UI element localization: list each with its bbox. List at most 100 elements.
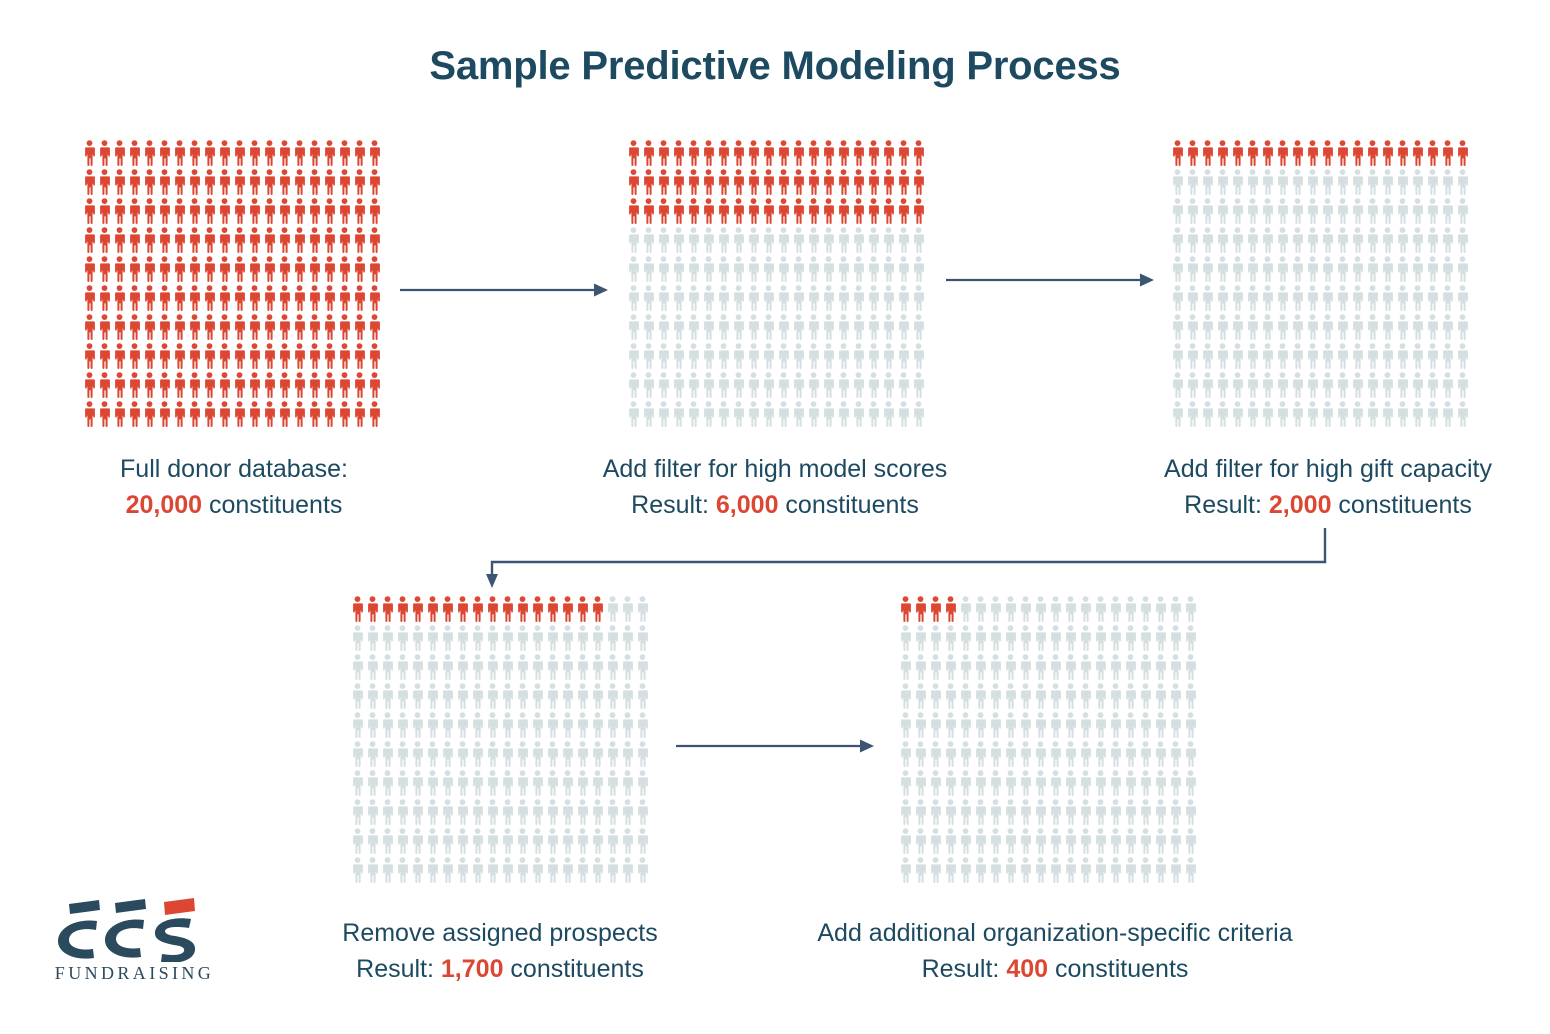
- person-icon: [628, 401, 643, 430]
- person-icon: [249, 285, 264, 314]
- person-icon: [913, 401, 928, 430]
- person-icon: [99, 227, 114, 256]
- person-icon: [1292, 198, 1307, 227]
- person-icon: [658, 140, 673, 169]
- person-icon: [607, 828, 622, 857]
- person-icon: [442, 683, 457, 712]
- person-icon: [975, 741, 990, 770]
- person-icon: [472, 770, 487, 799]
- person-icon: [1262, 198, 1277, 227]
- person-icon: [838, 169, 853, 198]
- person-icon: [577, 799, 592, 828]
- person-icon: [1125, 625, 1140, 654]
- person-icon: [1140, 625, 1155, 654]
- person-icon: [913, 227, 928, 256]
- result-unit: constituents: [209, 490, 343, 519]
- person-icon: [532, 857, 547, 886]
- person-icon: [673, 314, 688, 343]
- person-icon: [1080, 596, 1095, 625]
- person-icon: [718, 401, 733, 430]
- person-icon: [778, 140, 793, 169]
- person-icon: [1322, 285, 1337, 314]
- person-icon: [397, 683, 412, 712]
- person-icon: [1140, 712, 1155, 741]
- person-icon: [264, 343, 279, 372]
- person-icon: [1110, 683, 1125, 712]
- person-icon: [517, 596, 532, 625]
- person-icon: [99, 169, 114, 198]
- person-icon: [99, 372, 114, 401]
- person-icon: [853, 343, 868, 372]
- person-icon: [592, 712, 607, 741]
- person-icon: [382, 770, 397, 799]
- person-icon: [1020, 625, 1035, 654]
- person-icon: [718, 285, 733, 314]
- person-icon: [883, 285, 898, 314]
- person-icon: [547, 741, 562, 770]
- person-icon: [778, 256, 793, 285]
- person-icon: [264, 256, 279, 285]
- person-icon: [637, 741, 652, 770]
- person-icon: [1172, 227, 1187, 256]
- person-icon: [427, 799, 442, 828]
- person-icon: [628, 372, 643, 401]
- person-icon: [382, 799, 397, 828]
- person-icon: [369, 401, 384, 430]
- person-icon: [592, 596, 607, 625]
- person-icon: [718, 256, 733, 285]
- person-icon: [1080, 770, 1095, 799]
- person-icon: [1352, 343, 1367, 372]
- person-icon: [1172, 401, 1187, 430]
- person-icon: [1442, 169, 1457, 198]
- person-icon: [688, 256, 703, 285]
- person-icon: [853, 401, 868, 430]
- person-icon: [823, 314, 838, 343]
- person-icon: [1457, 256, 1472, 285]
- person-icon: [442, 741, 457, 770]
- person-icon: [1187, 169, 1202, 198]
- person-icon: [1457, 343, 1472, 372]
- person-icon: [883, 256, 898, 285]
- person-icon: [1337, 372, 1352, 401]
- person-icon: [249, 372, 264, 401]
- person-icon: [1367, 198, 1382, 227]
- person-icon: [1427, 256, 1442, 285]
- person-icon: [1065, 596, 1080, 625]
- person-icon: [1352, 314, 1367, 343]
- person-icon: [1427, 372, 1442, 401]
- person-icon: [900, 799, 915, 828]
- person-icon: [532, 654, 547, 683]
- person-icon: [1170, 625, 1185, 654]
- person-icon: [1322, 140, 1337, 169]
- person-icon: [472, 683, 487, 712]
- person-icon: [367, 741, 382, 770]
- person-icon: [457, 712, 472, 741]
- person-icon: [898, 401, 913, 430]
- person-icon: [1232, 227, 1247, 256]
- caption-result: Result: 6,000 constituents: [631, 490, 919, 519]
- person-icon: [1262, 314, 1277, 343]
- person-icon: [249, 314, 264, 343]
- person-icon: [823, 285, 838, 314]
- person-icon: [234, 256, 249, 285]
- person-icon: [1457, 198, 1472, 227]
- person-icon: [1155, 799, 1170, 828]
- person-icon: [1202, 227, 1217, 256]
- person-icon: [354, 285, 369, 314]
- person-icon: [1382, 343, 1397, 372]
- person-icon: [898, 169, 913, 198]
- person-icon: [945, 741, 960, 770]
- person-icon: [1322, 256, 1337, 285]
- person-icon: [1352, 285, 1367, 314]
- person-icon: [1110, 799, 1125, 828]
- person-icon: [412, 712, 427, 741]
- person-icon: [369, 314, 384, 343]
- person-icon: [324, 256, 339, 285]
- person-icon: [1277, 285, 1292, 314]
- person-icon: [502, 683, 517, 712]
- person-icon: [658, 343, 673, 372]
- person-icon: [129, 343, 144, 372]
- person-icon: [577, 625, 592, 654]
- person-icon: [673, 227, 688, 256]
- person-icon: [84, 227, 99, 256]
